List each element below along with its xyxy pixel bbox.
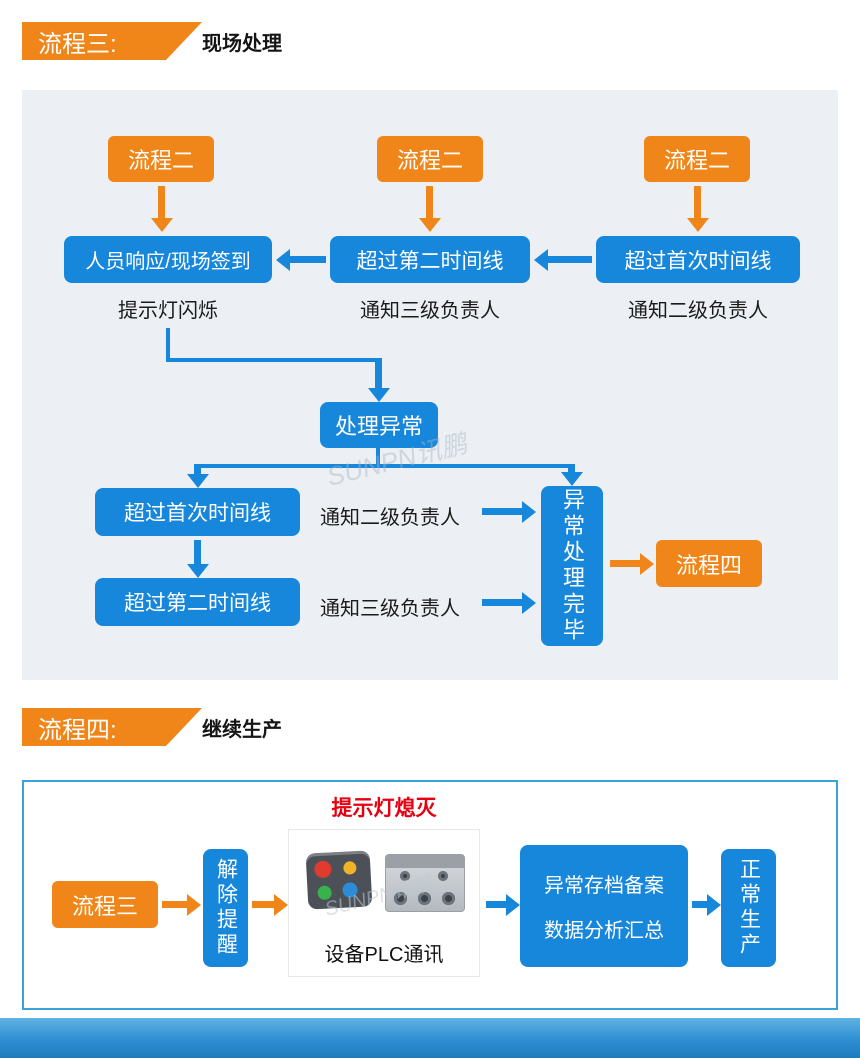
arrow-right-icon	[692, 901, 707, 908]
branch-first-timeline-box: 超过首次时间线	[95, 488, 300, 536]
arrow-right-icon	[486, 901, 506, 908]
arrow-right-icon	[610, 560, 640, 567]
arrow-right-icon	[162, 901, 187, 908]
normal-production-label: 正常生产	[737, 858, 761, 958]
device-connector	[400, 871, 410, 881]
first-timeline-box: 超过首次时间线	[596, 236, 800, 283]
indicator-dot-blue	[342, 882, 358, 898]
device-caption: 设备PLC通讯	[324, 944, 444, 966]
branch-notify-level2-note: 通知二级负责人	[320, 507, 460, 529]
indicator-dot-yellow	[343, 861, 357, 875]
archive-line1: 异常存档备案	[544, 875, 664, 897]
process2-source-label-3: 流程二	[663, 148, 730, 173]
branch-second-timeline-box: 超过第二时间线	[95, 578, 300, 626]
process3-title: 现场处理	[202, 32, 282, 55]
device-connector	[442, 892, 455, 905]
process4-ribbon: 流程四:	[22, 708, 202, 746]
indicator-dot-red	[313, 860, 332, 879]
connector-line	[166, 328, 170, 362]
arrow-right-icon	[482, 599, 522, 606]
process2-source-label-1: 流程二	[127, 148, 194, 173]
connector-line	[166, 358, 378, 362]
branch-first-timeline-label: 超过首次时间线	[124, 502, 271, 525]
archive-box: 异常存档备案 数据分析汇总	[520, 845, 688, 967]
process4-next-label: 流程四	[675, 552, 742, 578]
arrow-left-icon	[290, 256, 326, 263]
process2-source-box-1: 流程二	[108, 136, 214, 182]
arrow-down-icon	[194, 464, 201, 474]
branch-notify-level3-note: 通知三级负责人	[320, 598, 460, 620]
process2-source-box-2: 流程二	[377, 136, 483, 182]
device-photo: SUNPN讯鹏 设备PLC通讯	[288, 829, 480, 977]
connector-line	[376, 448, 380, 468]
plc-control-box	[385, 854, 465, 912]
process2-source-box-3: 流程二	[644, 136, 750, 182]
branch-second-timeline-label: 超过第二时间线	[124, 592, 271, 615]
handle-exception-box: 处理异常	[320, 402, 438, 448]
light-flash-note: 提示灯闪烁	[118, 300, 218, 322]
arrow-right-icon	[482, 508, 522, 515]
second-timeline-box: 超过第二时间线	[330, 236, 530, 283]
archive-line2: 数据分析汇总	[544, 920, 664, 942]
release-reminder-box: 解除提醒	[203, 849, 248, 967]
arrow-down-icon	[375, 358, 382, 388]
indicator-dot-green	[317, 885, 333, 901]
second-timeline-label: 超过第二时间线	[356, 249, 504, 273]
connector-line	[195, 464, 575, 468]
process4-title: 继续生产	[202, 718, 282, 741]
response-signin-box: 人员响应/现场签到	[64, 236, 272, 283]
first-timeline-label: 超过首次时间线	[624, 249, 772, 273]
arrow-down-icon	[694, 186, 701, 218]
arrow-down-icon	[568, 464, 575, 472]
process3-prev-box: 流程三	[52, 881, 158, 928]
device-connector	[418, 892, 431, 905]
release-reminder-label: 解除提醒	[214, 858, 238, 958]
footer-bar	[0, 1018, 860, 1058]
arrow-right-icon	[252, 901, 274, 908]
process2-source-label-2: 流程二	[396, 148, 463, 173]
normal-production-box: 正常生产	[721, 849, 776, 967]
notify-level3-note: 通知三级负责人	[360, 300, 500, 322]
exception-done-label: 异常处理完毕	[560, 488, 585, 644]
arrow-down-icon	[158, 186, 165, 218]
indicator-light-device	[305, 850, 373, 910]
arrow-down-icon	[426, 186, 433, 218]
notify-level2-note: 通知二级负责人	[628, 300, 768, 322]
exception-done-box: 异常处理完毕	[541, 486, 603, 646]
light-off-label: 提示灯熄灭	[331, 797, 437, 820]
response-signin-label: 人员响应/现场签到	[85, 251, 251, 273]
device-connector	[394, 892, 407, 905]
process3-ribbon: 流程三:	[22, 22, 202, 60]
process3-ribbon-label: 流程三:	[38, 30, 117, 58]
process4-ribbon-label: 流程四:	[38, 716, 117, 744]
handle-exception-label: 处理异常	[334, 414, 423, 439]
arrow-left-icon	[548, 256, 592, 263]
process3-prev-label: 流程三	[71, 893, 138, 919]
arrow-down-icon	[194, 540, 201, 564]
process4-next-box: 流程四	[656, 540, 762, 587]
device-connector	[438, 871, 448, 881]
